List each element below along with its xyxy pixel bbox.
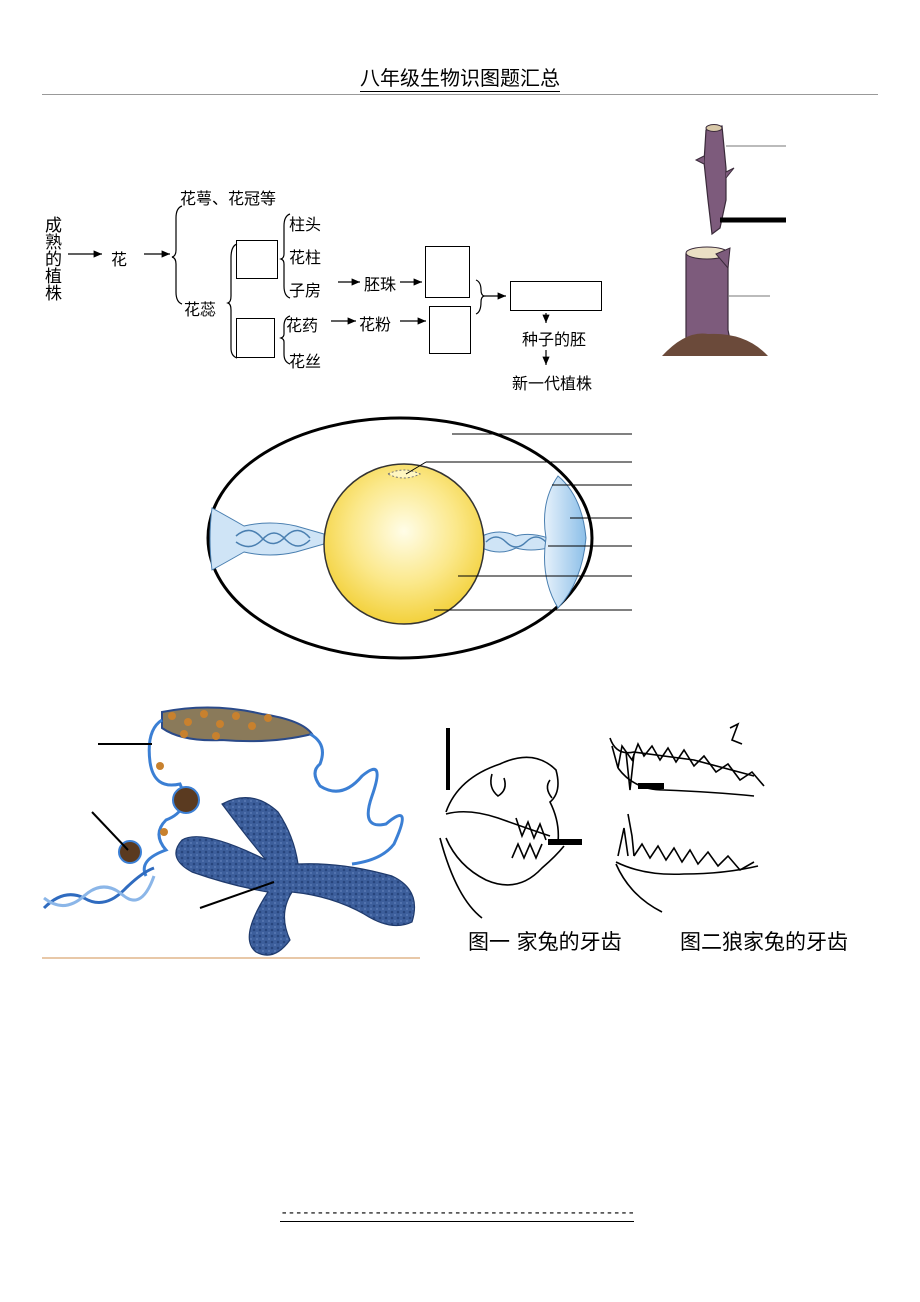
answer-box-4[interactable] [429,306,471,354]
stigma-label: 柱头 [289,215,322,234]
ovary-label: 子房 [289,281,322,300]
mature-plant-label: 成熟的植株 [41,216,61,301]
seed-embryo-label: 种子的胚 [522,330,587,349]
style-label: 花柱 [289,248,322,267]
header-divider [42,94,878,95]
pollen-label: 花粉 [359,315,392,334]
answer-box-2[interactable] [236,318,275,358]
wolf-teeth-diagram [609,722,765,913]
footer-divider: ----------------------------------------… [280,1205,635,1222]
rabbit-teeth-diagram [439,728,582,919]
answer-box-1[interactable] [236,240,278,279]
egg-structure-diagram [206,416,632,660]
new-plant-label: 新一代植株 [512,374,593,393]
wolf-teeth-caption: 图二狼家兔的牙齿 [680,930,848,954]
chromosome-dna-diagram [42,706,420,959]
ovule-label: 胚珠 [364,275,397,294]
rabbit-teeth-caption: 图一 家兔的牙齿 [468,930,622,954]
anther-label: 花药 [286,316,319,335]
flowchart-lines [68,205,550,365]
sepal-petal-label: 花萼、花冠等 [180,189,277,208]
answer-box-3[interactable] [425,246,470,298]
pistil-label: 花蕊 [184,300,217,319]
answer-box-5[interactable] [510,281,602,311]
filament-label: 花丝 [289,352,322,371]
flower-label: 花 [111,250,128,269]
page-title: 八年级生物识图题汇总 [360,66,560,92]
grafting-illustration [656,108,828,398]
